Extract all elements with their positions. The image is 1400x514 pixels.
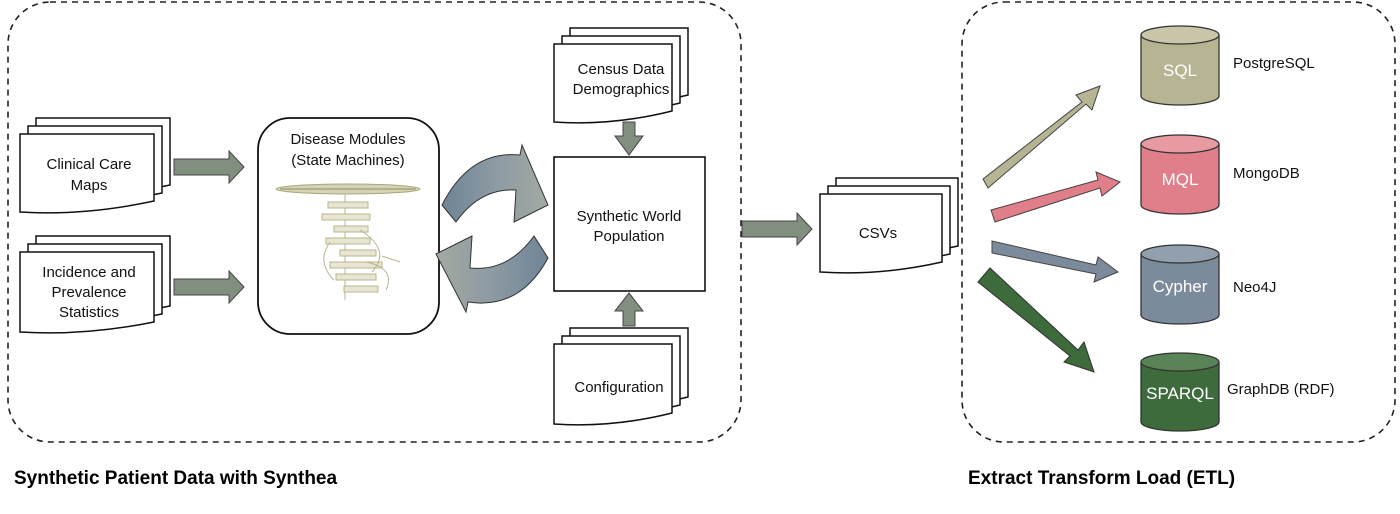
csvs-document: CSVs [819, 177, 959, 274]
state-machine-graph-icon [275, 183, 421, 300]
csvs-label: CSVs [859, 225, 897, 242]
neo4j-cylinder-icon [1140, 244, 1220, 325]
graphdb-cylinder-icon [1140, 352, 1220, 432]
disease-modules-line2: (State Machines) [291, 152, 404, 169]
incidence-prevalence-document: Incidence and Prevalence Statistics [19, 235, 171, 334]
census-line1: Census Data [578, 61, 665, 78]
synthetic-world-line2: Population [594, 228, 665, 245]
arrow-incidence-to-modules [173, 269, 245, 305]
synthetic-world-line1: Synthetic World [577, 208, 682, 225]
synthea-section-title: Synthetic Patient Data with Synthea [14, 468, 337, 489]
postgresql-label: PostgreSQL [1233, 55, 1315, 72]
arrow-to-graphdb [977, 267, 1095, 373]
mql-label: MQL [1162, 170, 1199, 189]
configuration-document: Configuration [553, 327, 689, 426]
postgresql-cylinder-icon [1140, 25, 1220, 106]
clinical-care-maps-document: Clinical Care Maps [19, 117, 171, 214]
arrow-world-to-csvs [741, 211, 813, 247]
cycle-arrow-to-world [441, 143, 549, 223]
synthea-group-box [7, 1, 742, 443]
configuration-label: Configuration [574, 379, 663, 396]
cycle-arrow-to-modules [435, 235, 549, 314]
cypher-label: Cypher [1153, 277, 1208, 296]
clinical-care-maps-line2: Maps [71, 177, 108, 194]
incidence-line3: Statistics [59, 304, 119, 321]
mongodb-label: MongoDB [1233, 165, 1300, 182]
disease-modules-line1: Disease Modules [290, 131, 405, 148]
incidence-line1: Incidence and [42, 264, 135, 281]
arrow-to-mongodb [990, 171, 1121, 223]
neo4j-label: Neo4J [1233, 279, 1276, 296]
incidence-line2: Prevalence [51, 284, 126, 301]
clinical-care-maps-line1: Clinical Care [46, 156, 131, 173]
arrow-to-postgresql [982, 85, 1101, 189]
sql-label: SQL [1163, 61, 1197, 80]
census-demographics-document: Census Data Demographics [553, 27, 689, 124]
mongodb-cylinder-icon [1140, 134, 1220, 215]
synthetic-world-box [553, 156, 706, 292]
arrow-to-neo4j [991, 240, 1119, 283]
arrow-config-to-world [613, 292, 645, 327]
arrow-clinical-to-modules [173, 149, 245, 185]
graphdb-label: GraphDB (RDF) [1227, 381, 1335, 398]
census-line2: Demographics [573, 81, 670, 98]
sparql-label: SPARQL [1146, 384, 1214, 403]
etl-section-title: Extract Transform Load (ETL) [968, 468, 1235, 489]
arrow-census-to-world [614, 121, 644, 156]
